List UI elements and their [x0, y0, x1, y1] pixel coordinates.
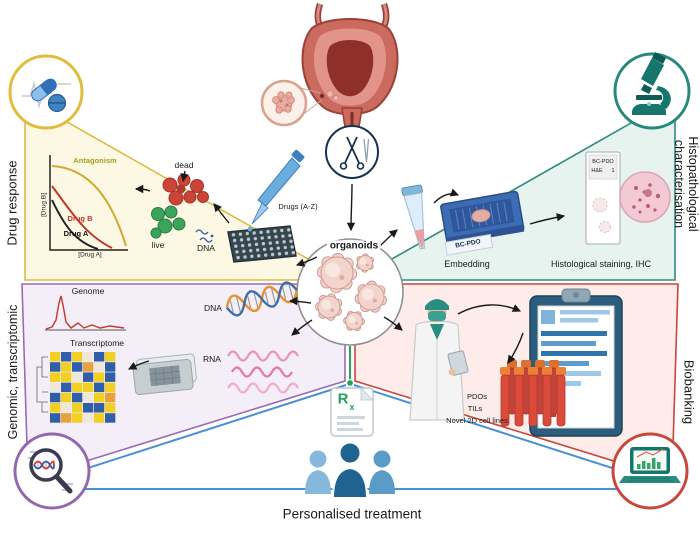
drug-a-label: Drug A [63, 228, 89, 238]
drugs-az-label: Drugs (A-Z) [278, 201, 318, 211]
transcriptome-label: Transcriptome [69, 338, 125, 349]
dna-magnifier-icon [13, 432, 91, 510]
people-icon [305, 441, 395, 499]
staining-ihc-label: Histological staining, IHC [550, 258, 652, 269]
graph-x-axis-label: [Drug A] [78, 251, 102, 259]
microscope-icon [613, 52, 691, 130]
dna-cells-label: DNA [197, 243, 215, 254]
tumour-magnifier-inset-icon [260, 79, 325, 127]
stained-section-icon [619, 171, 671, 223]
slide-bcpdo-label: BC-PDO [592, 158, 614, 165]
slide-stain-label: H&E [591, 167, 603, 174]
rx-symbol-r: R [337, 390, 349, 408]
prescription-icon [330, 387, 374, 437]
flow-arrows [127, 170, 566, 370]
rx-symbol-x: x [349, 401, 355, 412]
drug-response-side-label: Drug response [4, 160, 20, 246]
drug-b-label: Drug B [67, 213, 93, 223]
rna-label: RNA [203, 354, 221, 365]
live-cells-label: live [151, 240, 165, 251]
dead-cells-label: dead [174, 160, 194, 171]
scissors-icon [325, 125, 379, 179]
biobanking-side-label: Biobanking [681, 359, 697, 425]
histopath-side-label: Histopathological characterisation [672, 136, 700, 231]
well-plate-icon [227, 225, 297, 263]
centrifuge-tube-icon [401, 184, 425, 250]
microscope-slide-icon [585, 151, 621, 245]
histopath-side-label-line1: Histopathological [686, 136, 700, 232]
sample-tubes-icon [500, 360, 566, 427]
sequencing-chip-icon [132, 353, 197, 396]
laptop-icon [611, 432, 689, 510]
pipette-icon [247, 149, 305, 232]
organoids-label: organoids [326, 240, 382, 252]
organoids-cluster [314, 252, 388, 332]
personalised-treatment-label: Personalised treatment [282, 506, 422, 522]
bladder-illustration [301, 2, 399, 142]
tils-label: TILs [467, 403, 483, 413]
antagonism-label: Antagonism [73, 155, 117, 165]
scientist-icon [409, 299, 469, 421]
dna-helix-icon [225, 281, 298, 317]
pills-icon [8, 54, 84, 130]
pdos-label: PDOs [466, 391, 488, 401]
genomic-side-label: Genomic, transcriptomic [6, 304, 20, 440]
graph-y-axis-label: [Drug B] [40, 193, 48, 217]
heatmap [36, 352, 116, 423]
dose-response-graph [49, 155, 128, 251]
genome-label: Genome [71, 286, 105, 297]
dna-helix-label: DNA [204, 303, 222, 314]
genome-plot [45, 295, 126, 331]
embedding-label: Embedding [444, 258, 490, 269]
novel-cell-lines-label: Novel 2D cell lines [446, 415, 508, 425]
slide-number-label: 1 [611, 167, 615, 174]
convergence-dot [346, 379, 354, 387]
histopath-side-label-line2: characterisation [672, 139, 686, 229]
rna-icon [227, 350, 299, 394]
embedding-cassette-icon [440, 190, 525, 256]
